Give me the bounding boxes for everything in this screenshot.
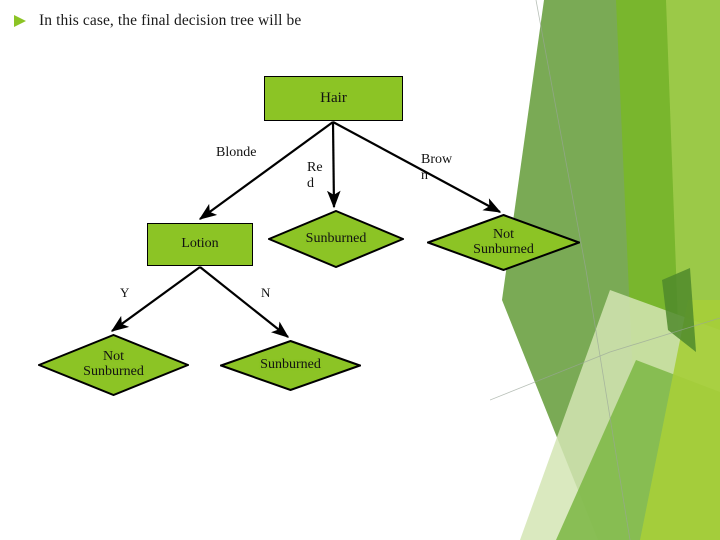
tree-node-sunburned-mid[interactable]: Sunburned [268, 210, 404, 268]
tree-edge-hair-to-not-sunburned-b-via-lotion [198, 121, 334, 220]
tree-node-label-sunburned-b: Sunburned [260, 357, 321, 373]
tree-edge-label-2: Brow n [421, 152, 453, 183]
diamond-shape-sunburned-mid [268, 210, 404, 268]
tree-node-hair[interactable]: Hair [264, 76, 403, 121]
tree-node-label-hair: Hair [320, 89, 347, 106]
diamond-shape-not-sunburned-b [38, 334, 189, 396]
page-title: In this case, the final decision tree wi… [39, 12, 302, 29]
triangle-bullet-icon [14, 15, 26, 27]
tree-edge-lines [110, 121, 502, 338]
tree-node-not-sunburned-r[interactable]: Not Sunburned [427, 214, 580, 271]
tree-edge-label-0: Blonde [216, 145, 257, 160]
tree-node-label-lotion: Lotion [181, 236, 219, 252]
tree-edge-label-4: N [261, 285, 271, 300]
tree-edge-lotion-to-sunburned-b [199, 266, 290, 338]
tree-edge-hair-to-sunburned-mid [326, 121, 341, 209]
tree-edge-label-3: Y [120, 285, 130, 300]
tree-node-label-sunburned-mid: Sunburned [305, 230, 367, 246]
tree-node-not-sunburned-b[interactable]: Not Sunburned [38, 334, 189, 396]
slide-title-row: In this case, the final decision tree wi… [0, 6, 520, 36]
tree-node-label-not-sunburned-b: Not Sunburned [83, 349, 144, 379]
tree-edge-lotion-to-not-sunburned-b [110, 266, 201, 332]
tree-node-label-not-sunburned-r: Not Sunburned [473, 226, 534, 257]
tree-edge-hair-to-not-sunburned-r [332, 121, 502, 213]
tree-node-lotion[interactable]: Lotion [147, 223, 253, 266]
tree-node-sunburned-b[interactable]: Sunburned [220, 340, 361, 391]
tree-edge-label-1: Re d [307, 160, 323, 191]
diamond-shape-not-sunburned-r [427, 214, 580, 271]
diamond-shape-sunburned-b [220, 340, 361, 391]
